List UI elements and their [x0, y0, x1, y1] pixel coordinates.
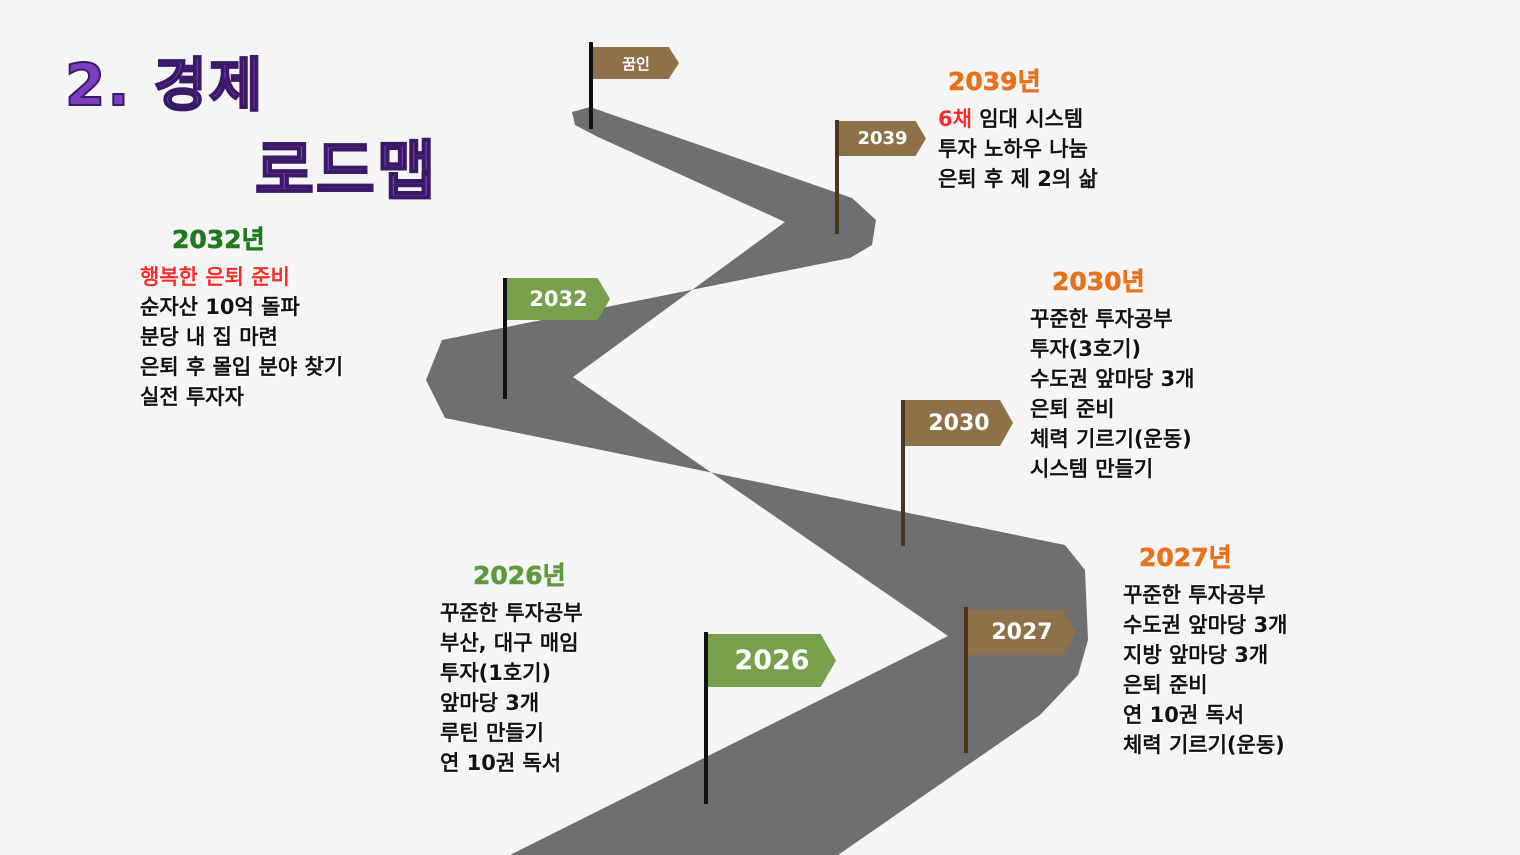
milestone-line: 시스템 만들기 [1030, 457, 1154, 481]
milestone-line: 분당 내 집 마련 [140, 325, 278, 349]
milestone-line: 은퇴 준비 [1030, 397, 1115, 421]
milestone-line: 수도권 앞마당 3개 [1123, 613, 1288, 637]
milestone-line: 루틴 만들기 [440, 721, 544, 745]
milestone-2039: 2039년 6채 임대 시스템 투자 노하우 나눔 은퇴 후 제 2의 삶 [938, 62, 1098, 194]
flag-2026: 2026 [708, 634, 836, 687]
milestone-line: 꾸준한 투자공부 [1030, 307, 1173, 331]
milestone-line: 은퇴 준비 [1123, 673, 1208, 697]
milestone-2032: 2032년 행복한 은퇴 준비 순자산 10억 돌파 분당 내 집 마련 은퇴 … [140, 220, 343, 412]
flag-pole [503, 278, 507, 399]
flag-2027: 2027 [968, 610, 1076, 655]
year-heading: 2039년 [948, 67, 1041, 97]
flag-goal: 꿈인 [593, 47, 679, 79]
flag-2032: 2032 [507, 278, 610, 320]
flag-pole [901, 400, 905, 546]
year-heading: 2026년 [473, 561, 566, 591]
milestone-2030: 2030년 꾸준한 투자공부 투자(3호기) 수도권 앞마당 3개 은퇴 준비 … [1030, 262, 1194, 484]
milestone-line: 체력 기르기(운동) [1123, 733, 1285, 757]
milestone-line: 실전 투자자 [140, 385, 244, 409]
flag-pole [964, 607, 968, 753]
winding-road [426, 107, 1088, 855]
milestone-line: 투자 노하우 나눔 [938, 137, 1088, 161]
title-line2: 로드맵 [254, 134, 438, 210]
milestone-line: 임대 시스템 [979, 107, 1084, 131]
milestone-line: 수도권 앞마당 3개 [1030, 367, 1195, 391]
flag-2039: 2039 [839, 121, 926, 156]
milestone-2027: 2027년 꾸준한 투자공부 수도권 앞마당 3개 지방 앞마당 3개 은퇴 준… [1123, 538, 1287, 760]
milestone-line: 투자(1호기) [440, 661, 552, 685]
year-heading: 2027년 [1139, 543, 1232, 573]
milestone-line: 행복한 은퇴 준비 [140, 265, 290, 289]
milestone-line: 체력 기르기(운동) [1030, 427, 1192, 451]
title-line1: 2. 경제 [64, 50, 265, 120]
flag-pole [835, 120, 839, 234]
milestone-line: 부산, 대구 매임 [440, 631, 579, 655]
milestone-line: 지방 앞마당 3개 [1123, 643, 1269, 667]
year-heading: 2030년 [1052, 267, 1145, 297]
flag-pole [704, 632, 708, 804]
milestone-line: 앞마당 3개 [440, 691, 540, 715]
highlight-text: 6채 [938, 107, 972, 131]
milestone-line: 은퇴 후 몰입 분야 찾기 [140, 355, 344, 379]
milestone-line: 순자산 10억 돌파 [140, 295, 300, 319]
milestone-line: 투자(3호기) [1030, 337, 1142, 361]
flag-2030: 2030 [905, 400, 1013, 446]
flag-pole [589, 42, 593, 129]
milestone-line: 연 10권 독서 [440, 751, 562, 775]
milestone-line: 꾸준한 투자공부 [1123, 583, 1266, 607]
year-heading: 2032년 [172, 225, 265, 255]
milestone-line: 꾸준한 투자공부 [440, 601, 583, 625]
milestone-2026: 2026년 꾸준한 투자공부 부산, 대구 매임 투자(1호기) 앞마당 3개 … [440, 556, 583, 778]
milestone-line: 연 10권 독서 [1123, 703, 1245, 727]
milestone-line: 은퇴 후 제 2의 삶 [938, 167, 1098, 191]
